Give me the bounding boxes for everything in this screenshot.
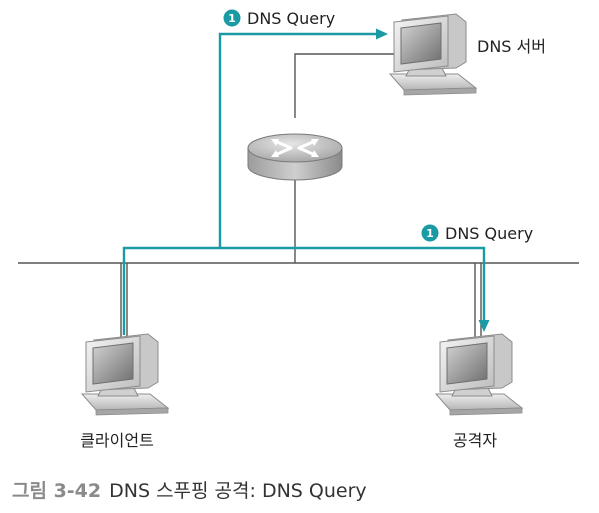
attacker-label: 공격자 — [453, 431, 497, 450]
dns-server-label: DNS 서버 — [477, 37, 546, 56]
query-text-lan: DNS Query — [445, 224, 533, 243]
query-text-top: DNS Query — [247, 9, 335, 28]
client-label: 클라이언트 — [80, 431, 154, 450]
client-computer-icon — [81, 333, 169, 416]
router — [247, 133, 343, 181]
step-badge-number: 1 — [426, 227, 434, 240]
step-badge-icon — [421, 224, 439, 242]
network-links — [18, 53, 579, 340]
attacker-computer-icon — [435, 333, 523, 416]
figure-title: DNS 스푸핑 공격: DNS Query — [109, 480, 367, 502]
query-label-lan: 1 DNS Query — [421, 224, 533, 243]
figure-number: 그림 3-42 — [12, 480, 102, 502]
dns-server-computer-icon — [389, 13, 477, 96]
dns-spoofing-diagram: DNS 서버 클라이언트 공격자 1 DNS Query 1 DNS Query — [18, 9, 579, 450]
step-badge-number: 1 — [228, 12, 236, 25]
figure-caption: 그림 3-42 DNS 스푸핑 공격: DNS Query — [12, 476, 367, 503]
query-label-top: 1 DNS Query — [223, 9, 335, 28]
step-badge-icon — [223, 9, 241, 27]
dns-query-path — [122, 28, 490, 335]
router-arrows-icon — [273, 139, 317, 157]
